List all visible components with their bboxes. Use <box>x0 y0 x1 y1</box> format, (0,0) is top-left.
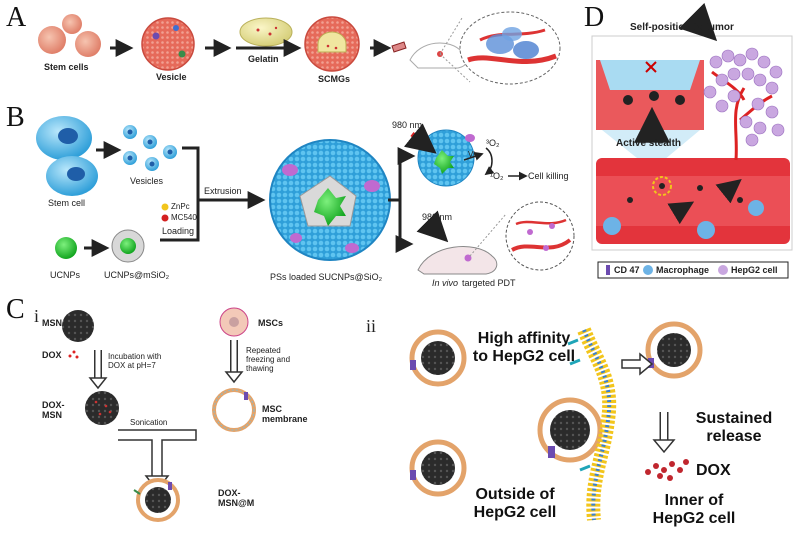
panel-d-graphics <box>591 2 793 279</box>
label-ps-loaded: PSs loaded SUCNPs@SiO₂ <box>270 272 383 282</box>
label-targeted-pdt: targeted PDT <box>462 278 516 288</box>
legend-hepg2-label: HepG2 cell <box>731 265 778 275</box>
label-mc540: MC540 <box>171 213 197 222</box>
vesicle-sphere <box>141 17 195 71</box>
dox-msn-particle <box>85 391 119 425</box>
stem-cell-1 <box>38 26 66 54</box>
carrier-1 <box>409 329 467 387</box>
label-o2-triplet: ³O₂ <box>486 138 500 148</box>
label-dox-msn-m: DOX-MSN@M <box>218 488 255 508</box>
ucnp-green <box>55 237 77 259</box>
label-sub-ii: ii <box>366 316 377 336</box>
label-980nm-bottom: 980 nm <box>422 212 453 222</box>
panel-ci-graphics <box>62 307 256 522</box>
stem-cell-2 <box>75 31 101 57</box>
label-sustained: Sustained release <box>695 410 773 446</box>
label-dox-cii: DOX <box>696 462 731 479</box>
msn-particle <box>62 310 94 342</box>
panel-letter-c: C <box>6 294 25 325</box>
label-ucnps: UCNPs <box>50 270 81 280</box>
label-msn: MSN <box>42 318 62 328</box>
label-vis: Vis <box>468 150 479 159</box>
macrophage-icon <box>643 265 653 275</box>
label-stem-cells: Stem cells <box>44 62 89 72</box>
stem-cell-3 <box>62 14 82 34</box>
label-sonication: Sonication <box>130 418 168 427</box>
label-freeze: Repeated freezing and thawing <box>246 346 291 373</box>
label-cell-killing: Cell killing <box>528 171 569 181</box>
cd47-icon <box>606 265 610 275</box>
label-msc-membrane: MSC membrane <box>262 404 308 424</box>
carrier-3 <box>537 397 603 463</box>
label-zinc: ZnPc <box>171 202 190 211</box>
syringe-icon <box>391 41 407 53</box>
label-scmgs: SCMGs <box>318 74 351 84</box>
label-o2-singlet: ¹O₂ <box>490 171 504 181</box>
panel-cii-graphics <box>409 321 703 521</box>
panel-letter-a: A <box>6 2 27 33</box>
label-incubation: Incubation with DOX at pH=7 <box>108 352 162 370</box>
panel-letter-b: B <box>6 102 25 133</box>
beam-triangle <box>602 130 700 170</box>
label-sub-i: i <box>34 306 40 326</box>
label-dox-ci: DOX <box>42 350 62 360</box>
panel-b-graphics <box>36 116 575 275</box>
carrier-4 <box>645 321 703 379</box>
label-outside: Outside of HepG2 cell <box>473 486 557 522</box>
carrier-2 <box>409 439 467 497</box>
hepg2-cell-icon <box>718 265 728 275</box>
label-inner: Inner of HepG2 cell <box>652 492 736 528</box>
mouse-outline-b <box>417 246 498 275</box>
legend-cd47-label: CD 47 <box>614 265 640 275</box>
label-stem-cell-b: Stem cell <box>48 198 86 208</box>
label-vesicle: Vesicle <box>156 72 187 82</box>
tumor-zoom-b <box>505 201 575 271</box>
label-gelatin: Gelatin <box>248 54 279 64</box>
label-in-vivo: In vivo <box>432 278 459 288</box>
label-dox-msn: DOX-MSN <box>42 400 65 420</box>
label-loading: Loading <box>162 226 195 236</box>
label-high-affinity: High affinity to HepG2 cell <box>472 330 576 366</box>
legend-macrophage-label: Macrophage <box>656 265 710 275</box>
label-vesicles: Vesicles <box>130 176 164 186</box>
label-ucnps-msio2: UCNPs@mSiO₂ <box>104 270 170 280</box>
label-self-position: Self-position to tumor <box>630 22 734 33</box>
label-mscs: MSCs <box>258 318 284 328</box>
label-980nm-top: 980 nm <box>392 120 423 130</box>
gelatin-dish <box>239 17 293 47</box>
label-extrusion: Extrusion <box>204 186 242 196</box>
panel-letter-d: D <box>584 2 605 33</box>
label-active-stealth: Active stealth <box>616 138 682 149</box>
panel-a-graphics <box>38 11 561 85</box>
